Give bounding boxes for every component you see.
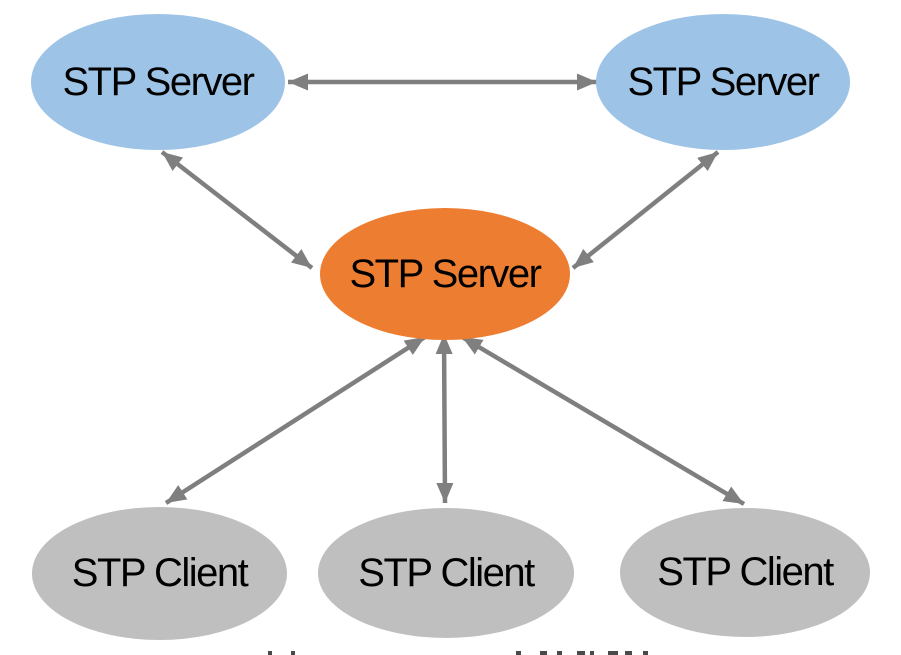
node-stp-client-center: STP Client [318, 508, 574, 638]
node-label: STP Server [349, 251, 543, 296]
node-label: STP Client [657, 550, 834, 594]
node-stp-client-left: STP Client [32, 507, 287, 640]
clipped-caption-marks [0, 651, 901, 655]
edge-server-center-client-left [164, 335, 427, 505]
node-stp-server-right: STP Server [596, 14, 850, 150]
node-stp-client-right: STP Client [620, 508, 870, 637]
edge-server-center-client-center [435, 333, 454, 504]
edge-server-center-client-right [460, 335, 746, 506]
edge-server-left-server-center [160, 150, 314, 270]
node-label: STP Client [71, 551, 249, 595]
node-label: STP Client [358, 550, 535, 595]
node-stp-server-center: STP Server [320, 208, 570, 340]
edge-server-right-server-center [571, 150, 720, 270]
node-label: STP Server [627, 59, 821, 104]
node-stp-server-left: STP Server [31, 14, 285, 150]
node-label: STP Server [62, 59, 256, 104]
